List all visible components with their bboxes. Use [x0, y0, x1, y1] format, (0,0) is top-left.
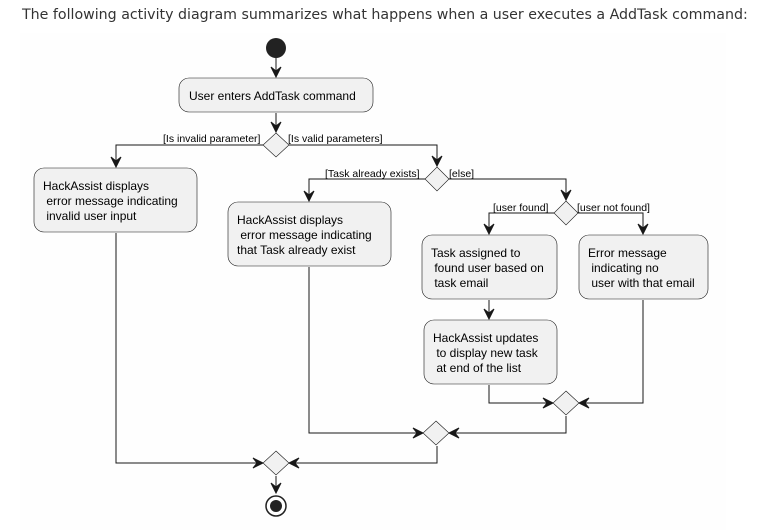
- merge-node-user-branches: [552, 390, 580, 416]
- merge-node-parameter-branches: [262, 450, 290, 476]
- activity-user-enters-command: User enters AddTask command: [178, 77, 374, 113]
- activity-label: HackAssist updates to display new task a…: [433, 33, 568, 375]
- decision-task-exists: [Task already exists] [else]: [325, 166, 474, 192]
- activity-label: Error message indicating no user with th…: [588, 33, 718, 290]
- activity-label: HackAssist displays error message indica…: [237, 33, 402, 257]
- activity-invalid-input: HackAssist displays error message indica…: [33, 33, 208, 233]
- activity-label: HackAssist displays error message indica…: [43, 33, 208, 223]
- guard-user-not-found: [user not found]: [577, 202, 650, 214]
- activity-task-exists-error: HackAssist displays error message indica…: [227, 33, 402, 267]
- arrowheads: [110, 66, 649, 495]
- activity-label: User enters AddTask command: [189, 89, 356, 103]
- activity-display-updated: HackAssist updates to display new task a…: [423, 33, 568, 385]
- activity-user-not-found: Error message indicating no user with th…: [578, 33, 718, 300]
- guard-else: [else]: [449, 168, 474, 180]
- intro-text: The following activity diagram summarize…: [22, 7, 748, 23]
- guard-valid-parameters: [Is valid parameters]: [288, 133, 383, 145]
- activity-task-assigned: Task assigned to found user based on tas…: [421, 33, 574, 300]
- merge-node-task-branches: [422, 420, 450, 446]
- decision-user-found: [user found] [user not found]: [493, 200, 650, 226]
- guard-invalid-parameter: [Is invalid parameter]: [163, 133, 261, 145]
- decision-parameter-validity: [Is invalid parameter] [Is valid paramet…: [163, 132, 383, 158]
- activity-label: Task assigned to found user based on tas…: [431, 33, 574, 290]
- start-node: [266, 38, 286, 58]
- guard-user-found: [user found]: [493, 202, 549, 214]
- edges: [115, 58, 644, 493]
- activity-diagram: User enters AddTask command [Is invalid …: [20, 33, 726, 530]
- end-node: [265, 495, 287, 517]
- guard-task-already-exists: [Task already exists]: [325, 168, 420, 180]
